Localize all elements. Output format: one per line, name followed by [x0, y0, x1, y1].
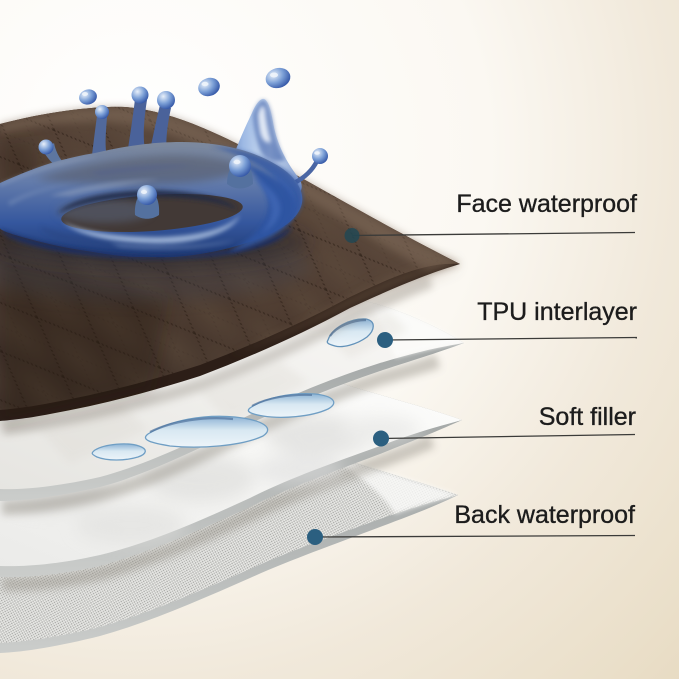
svg-text:Face waterproof: Face waterproof: [456, 190, 637, 218]
svg-text:Soft filler: Soft filler: [539, 403, 636, 431]
svg-text:TPU interlayer: TPU interlayer: [477, 298, 637, 326]
svg-text:Back waterproof: Back waterproof: [454, 501, 635, 529]
